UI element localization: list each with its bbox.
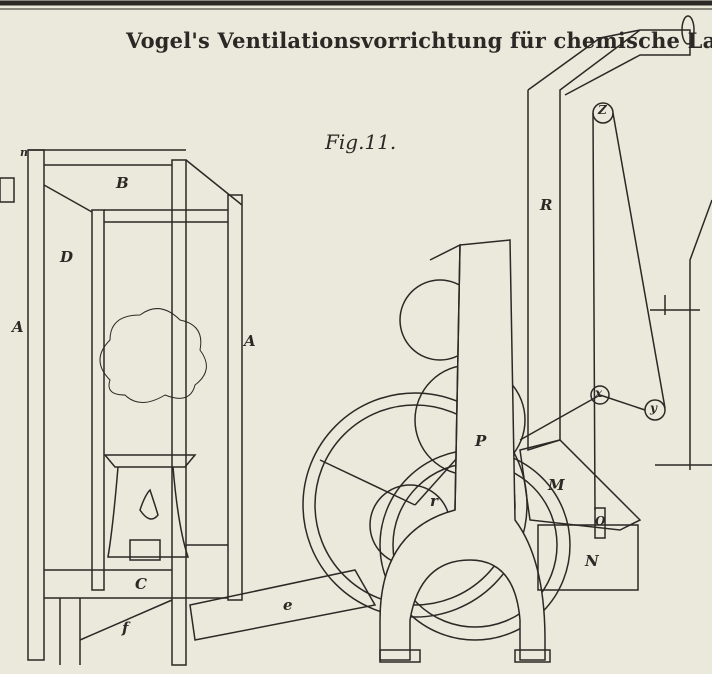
- label-r: R: [540, 196, 553, 214]
- label-x: x: [595, 386, 603, 400]
- label-y: y: [650, 401, 657, 415]
- label-o: O: [595, 514, 606, 528]
- label-z: Z: [598, 103, 607, 117]
- flue-pipe-e: [189, 569, 377, 641]
- label-d: D: [60, 248, 74, 266]
- label-n-trough: N: [585, 552, 599, 570]
- glass-cabinet: [0, 149, 243, 666]
- chimney-r: [527, 15, 695, 452]
- figure-label: Fig.11.: [325, 130, 397, 154]
- hood-m-and-trough-n: [519, 439, 642, 591]
- label-f: f: [122, 619, 129, 637]
- label-n: n: [20, 146, 28, 159]
- label-b: B: [116, 174, 129, 192]
- label-a-left: A: [12, 318, 24, 336]
- plate-title: Vogel's Ventilationsvorrichtung für chem…: [126, 28, 712, 53]
- pulley-rope: [519, 102, 666, 539]
- burner-and-smoke: [99, 308, 207, 561]
- label-e: e: [283, 596, 293, 614]
- frame-p: [379, 239, 551, 663]
- label-p: P: [475, 432, 487, 450]
- label-a-right: A: [244, 332, 256, 350]
- right-bench: [650, 199, 712, 470]
- label-m: M: [548, 476, 565, 494]
- label-c: C: [135, 575, 147, 593]
- label-r-lower: r: [430, 492, 438, 510]
